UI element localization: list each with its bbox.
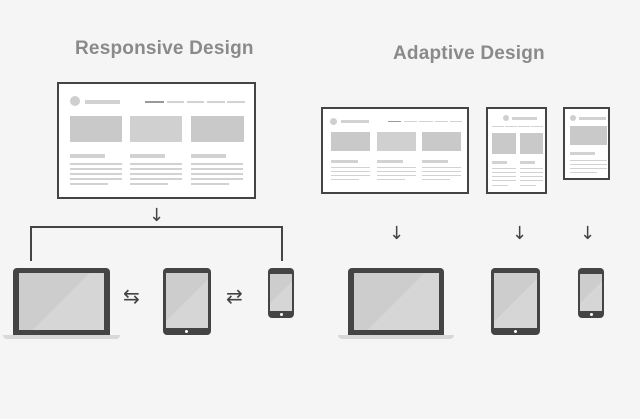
adaptive-design-title: Adaptive Design	[393, 43, 545, 64]
responsive-design-title: Responsive Design	[75, 38, 254, 59]
adaptive-desktop-wireframe	[321, 107, 469, 194]
swap-arrows-icon: ⇆	[123, 284, 140, 308]
arrow-down-icon: ↓	[389, 223, 405, 244]
arrow-down-icon: ↓	[512, 223, 528, 244]
arrow-down-icon: ↓	[580, 223, 596, 244]
connector-right	[281, 226, 283, 261]
connector-horizontal	[30, 226, 283, 228]
arrow-down-icon: ↓	[149, 205, 165, 226]
responsive-wireframe	[57, 82, 256, 199]
swap-arrows-icon: ⇄	[226, 284, 243, 308]
connector-left	[30, 226, 32, 261]
logo-placeholder	[70, 96, 80, 106]
adaptive-phone-wireframe	[563, 107, 610, 180]
adaptive-tablet-wireframe	[486, 107, 547, 194]
